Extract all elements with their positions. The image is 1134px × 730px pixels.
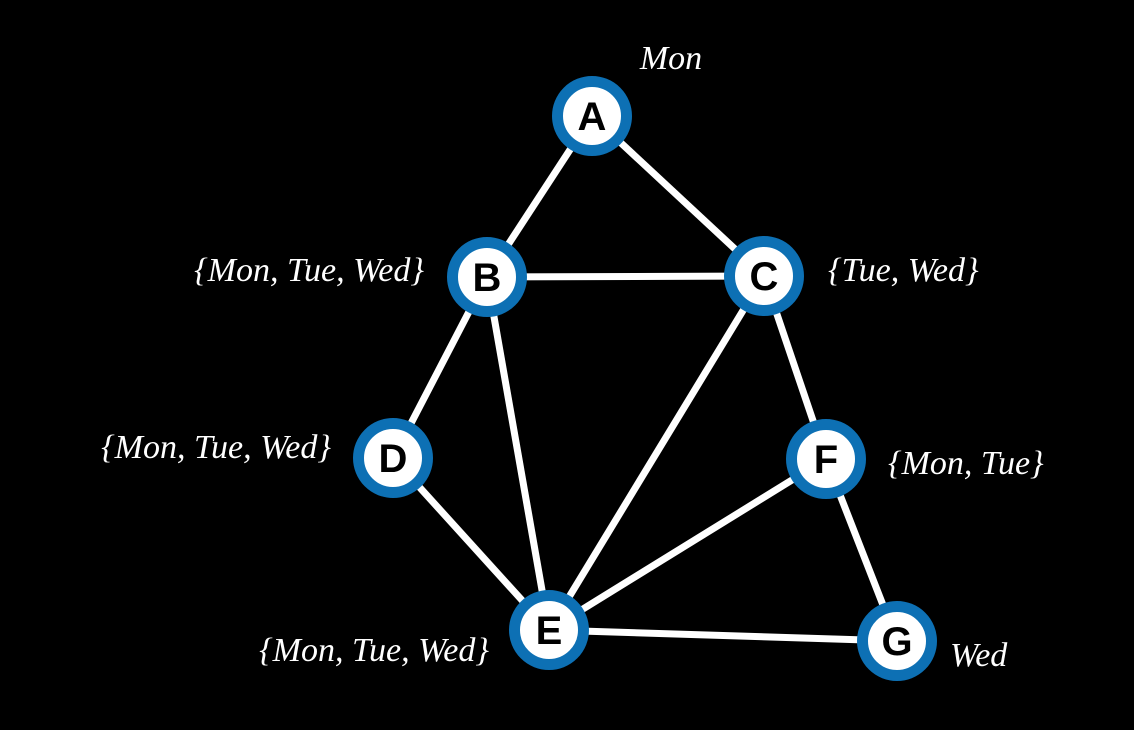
graph-node-d: D {Mon, Tue, Wed} <box>101 418 433 498</box>
domain-label-g: Wed <box>950 637 1008 674</box>
domain-label-b: {Mon, Tue, Wed} <box>194 252 424 289</box>
edge-e-f <box>547 456 828 633</box>
domain-label-d: {Mon, Tue, Wed} <box>101 429 331 466</box>
node-circle-f <box>786 419 866 499</box>
edge-c-e <box>546 274 767 632</box>
node-letter-d: D <box>379 437 408 481</box>
node-letter-c: C <box>750 255 779 299</box>
edge-e-g <box>548 626 898 645</box>
node-circle-g <box>857 601 937 681</box>
domain-label-e: {Mon, Tue, Wed} <box>259 632 489 669</box>
node-circle-c <box>724 236 804 316</box>
node-circle-d <box>353 418 433 498</box>
node-circle-a <box>552 76 632 156</box>
graph-node-c: C {Tue, Wed} <box>724 236 979 316</box>
graph-node-b: B {Mon, Tue, Wed} <box>194 237 527 317</box>
domain-label-c: {Tue, Wed} <box>828 252 979 289</box>
domain-label-f: {Mon, Tue} <box>888 445 1044 482</box>
graph-node-a: A Mon <box>552 40 702 156</box>
graph-node-f: F {Mon, Tue} <box>786 419 1044 499</box>
edge-b-c <box>486 272 765 281</box>
node-letter-a: A <box>578 95 607 139</box>
edge-b-e <box>483 276 553 631</box>
graph-node-g: G Wed <box>857 601 1008 681</box>
domain-label-a: Mon <box>639 40 702 77</box>
node-letter-e: E <box>536 609 563 653</box>
node-letter-g: G <box>881 620 912 664</box>
node-circle-e <box>509 590 589 670</box>
node-letter-f: F <box>814 438 838 482</box>
node-letter-b: B <box>473 256 502 300</box>
node-circle-b <box>447 237 527 317</box>
graph-node-e: E {Mon, Tue, Wed} <box>259 590 589 670</box>
